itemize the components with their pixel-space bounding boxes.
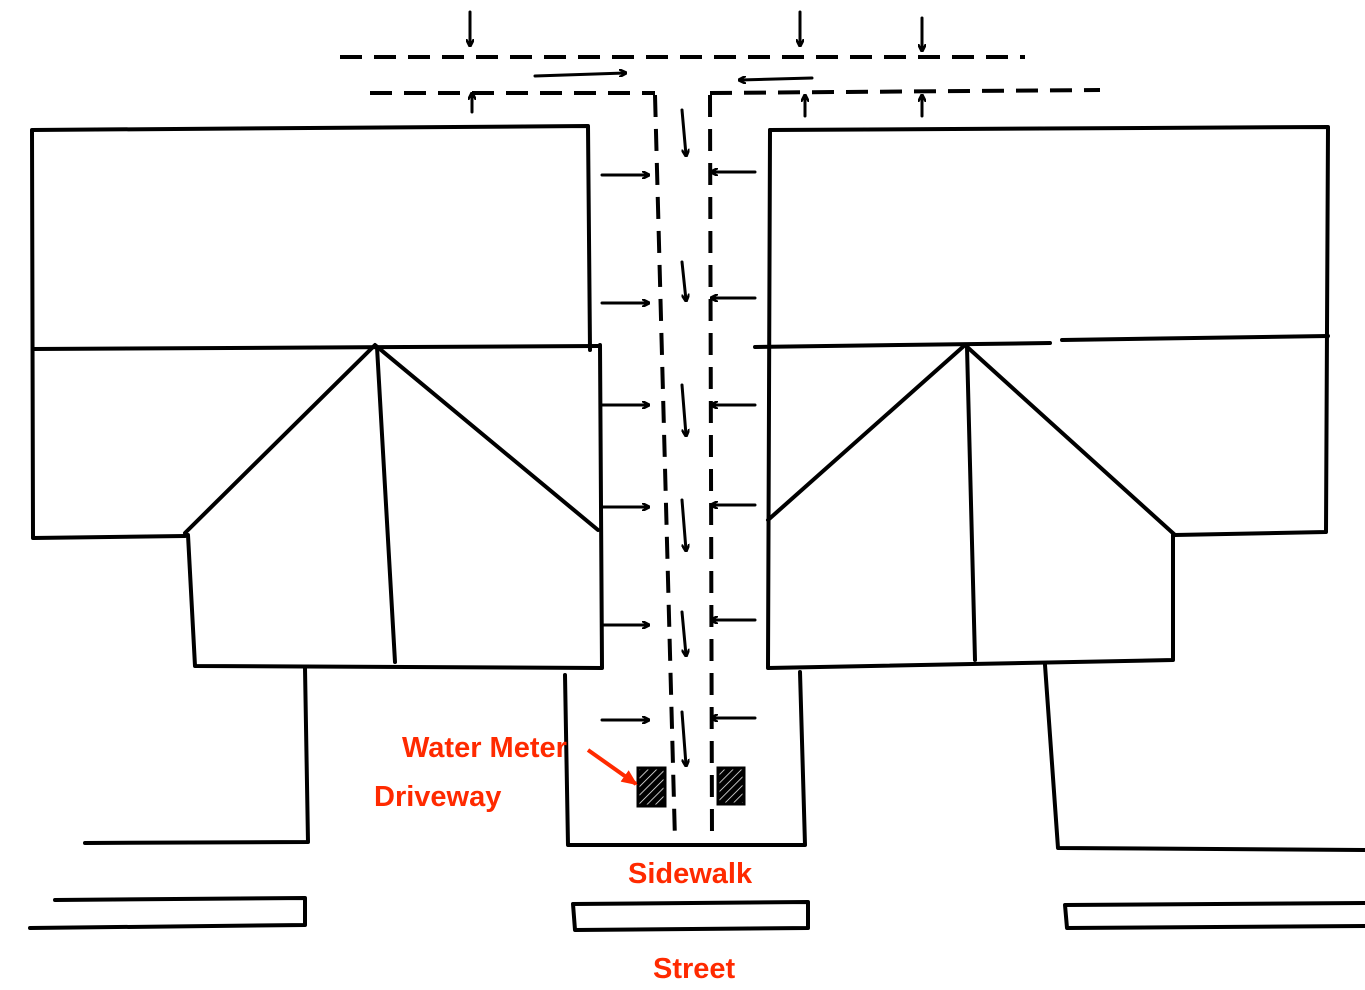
right-sidewalk	[1063, 901, 1365, 930]
left-house	[30, 124, 604, 670]
down-arrow-icon	[680, 498, 686, 550]
left-arrow-icon	[740, 78, 814, 80]
water-meter-pointer-arrow	[586, 748, 638, 786]
right-arrow-icon	[533, 73, 625, 78]
right-driveway	[1043, 663, 1365, 852]
flow-arrows	[470, 10, 922, 765]
middle-sidewalk	[571, 900, 810, 932]
down-arrow-icon	[680, 383, 686, 435]
down-arrow-icon	[680, 260, 686, 300]
down-arrow-icon	[680, 710, 686, 765]
left-driveway	[83, 666, 310, 845]
middle-driveway	[563, 670, 807, 847]
right-house	[753, 125, 1330, 670]
sidewalk-label: Sidewalk	[628, 858, 753, 890]
water-meter-left	[636, 766, 667, 808]
drainage-swale	[340, 55, 1101, 841]
water-meter-label: Water Meter	[402, 732, 567, 764]
left-sidewalk	[28, 896, 307, 930]
street-label: Street	[653, 953, 736, 985]
water-meter-right	[716, 766, 746, 806]
driveway-label: Driveway	[374, 781, 502, 813]
down-arrow-icon	[680, 610, 686, 655]
down-arrow-icon	[680, 108, 686, 155]
